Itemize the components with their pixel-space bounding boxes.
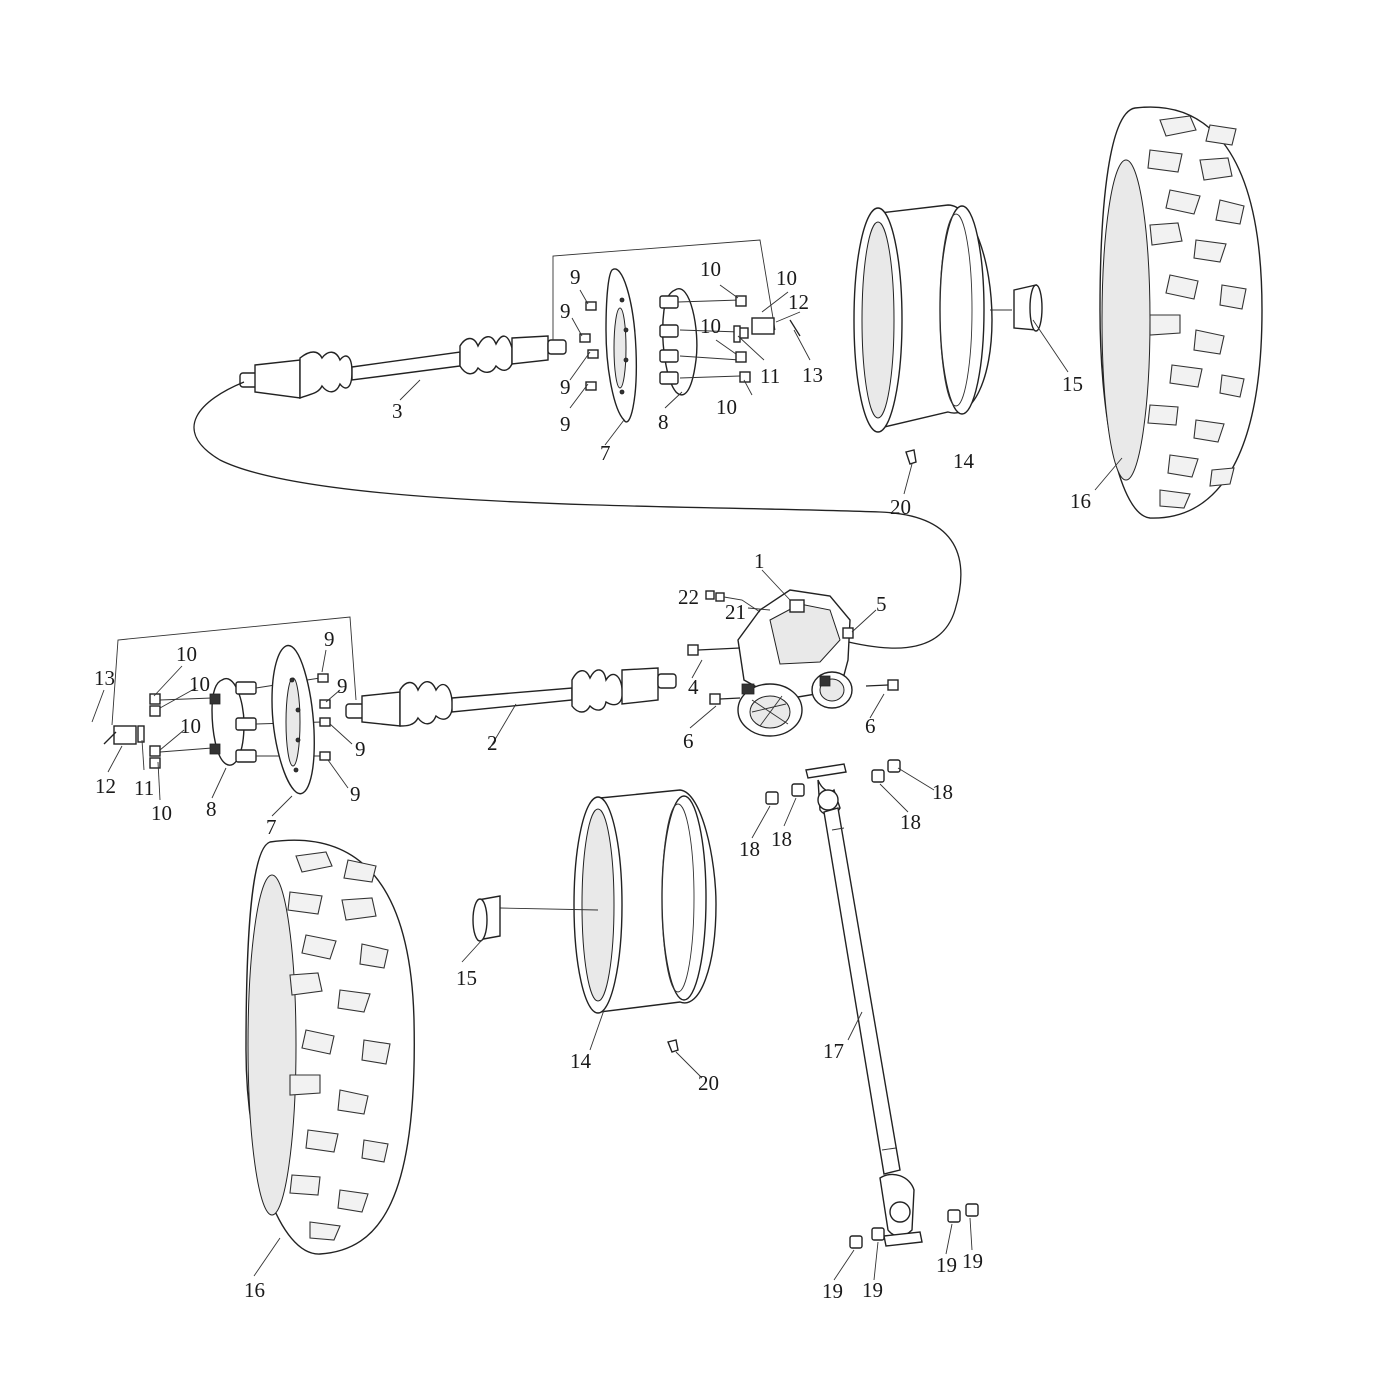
callout-18-a: 18 <box>739 837 760 861</box>
callout-18-c: 18 <box>900 810 921 834</box>
callout-10-front-3: 10 <box>180 714 201 738</box>
callout-3: 3 <box>392 399 403 423</box>
callout-10-rear-2: 10 <box>776 266 797 290</box>
callout-9-front-3: 9 <box>355 737 366 761</box>
front-hub-group-outline <box>111 616 357 726</box>
callout-18-b: 18 <box>771 827 792 851</box>
callout-19-c: 19 <box>936 1253 957 1277</box>
callout-14-front: 14 <box>570 1049 592 1073</box>
callout-16-front: 16 <box>244 1278 265 1302</box>
rear-hub <box>659 288 741 396</box>
callout-14-rear: 14 <box>953 449 975 473</box>
callout-9-front-4: 9 <box>350 782 361 806</box>
callout-11-front: 11 <box>134 776 154 800</box>
sensor-wire <box>193 381 962 649</box>
propeller-shaft-bolts <box>751 759 979 1281</box>
rear-tire-tread <box>1147 115 1247 509</box>
callout-10-rear-4: 10 <box>716 395 737 419</box>
callout-10-rear-1: 10 <box>700 257 721 281</box>
callout-20-rear: 20 <box>890 495 911 519</box>
rear-hub-group-outline <box>552 239 776 340</box>
rear-wheel-rim <box>853 204 1012 433</box>
callout-13-front: 13 <box>94 666 115 690</box>
front-hub <box>159 677 323 766</box>
callout-19-d: 19 <box>962 1249 983 1273</box>
callout-10-front-2: 10 <box>189 672 210 696</box>
front-tire <box>245 839 415 1277</box>
callout-21: 21 <box>725 600 746 624</box>
callout-18-d: 18 <box>932 780 953 804</box>
callout-6-right: 6 <box>865 714 876 738</box>
front-valve-stem <box>667 1039 679 1053</box>
differential-fasteners <box>687 590 899 705</box>
rear-hub-cap <box>1013 284 1069 373</box>
callout-10-front-1: 10 <box>176 642 197 666</box>
rear-valve-stem <box>905 449 917 465</box>
front-differential <box>737 589 853 737</box>
front-drive-shaft <box>345 667 677 749</box>
callout-1: 1 <box>754 549 765 573</box>
callout-17: 17 <box>823 1039 844 1063</box>
differential-leader-lines <box>689 569 885 729</box>
callout-20-front: 20 <box>698 1071 719 1095</box>
callout-labels: 1 2 3 4 5 6 6 7 7 8 8 9 9 9 9 9 9 9 9 10… <box>94 257 1091 1303</box>
callout-12-rear: 12 <box>788 290 809 314</box>
callout-7-front: 7 <box>266 815 277 839</box>
rear-drive-shaft <box>239 335 567 400</box>
callout-19-a: 19 <box>822 1279 843 1303</box>
callout-9-rear-2: 9 <box>560 299 571 323</box>
rear-tire <box>1094 106 1263 519</box>
rear-hub-fasteners <box>579 295 801 391</box>
callout-9-front-1: 9 <box>324 627 335 651</box>
front-wheel-rim <box>499 789 717 1051</box>
callout-12-front: 12 <box>95 774 116 798</box>
callout-2: 2 <box>487 731 498 755</box>
front-hub-cap <box>461 895 501 963</box>
callout-8-front: 8 <box>206 797 217 821</box>
callout-15-rear: 15 <box>1062 372 1083 396</box>
front-tire-tread <box>287 851 391 1241</box>
callout-13-rear: 13 <box>802 363 823 387</box>
callout-7-rear: 7 <box>600 441 611 465</box>
rear-leader-lines <box>399 284 811 446</box>
callout-15-front: 15 <box>456 966 477 990</box>
callout-8-rear: 8 <box>658 410 669 434</box>
callout-11-rear: 11 <box>760 364 780 388</box>
callout-9-front-2: 9 <box>337 674 348 698</box>
callout-5: 5 <box>876 592 887 616</box>
callout-6-left: 6 <box>683 729 694 753</box>
front-hub-fasteners <box>103 673 331 769</box>
propeller-shaft <box>805 763 923 1247</box>
callout-16-rear: 16 <box>1070 489 1091 513</box>
callout-9-rear-4: 9 <box>560 412 571 436</box>
rear-brake-disc <box>605 268 638 423</box>
callout-9-rear-3: 9 <box>560 375 571 399</box>
front-brake-disc <box>271 645 315 795</box>
front-leader-lines <box>91 649 353 817</box>
callout-22: 22 <box>678 585 699 609</box>
callout-10-front-4: 10 <box>151 801 172 825</box>
callout-9-rear-1: 9 <box>570 265 581 289</box>
callout-19-b: 19 <box>862 1278 883 1302</box>
callout-10-rear-3: 10 <box>700 314 721 338</box>
callout-4: 4 <box>688 675 699 699</box>
